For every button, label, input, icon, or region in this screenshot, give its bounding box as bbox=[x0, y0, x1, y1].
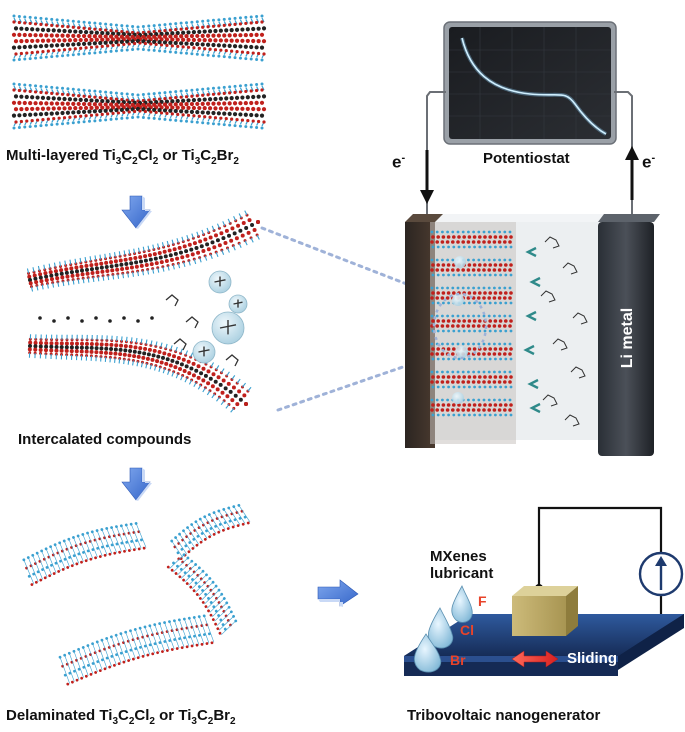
potentiostat-label: Potentiostat bbox=[483, 150, 570, 167]
electron-label-left: e- bbox=[392, 152, 406, 172]
current-source-icon bbox=[638, 551, 684, 597]
potentiostat-monitor bbox=[443, 21, 617, 145]
delaminated-flakes bbox=[22, 503, 251, 686]
intercalated-sheet-upper bbox=[26, 210, 260, 292]
intercalated-guest-molecules bbox=[38, 270, 248, 367]
intercalated-sheet-lower bbox=[27, 334, 252, 413]
process-down-arrow-icon bbox=[121, 467, 152, 501]
process-down-arrow-icon bbox=[121, 195, 152, 229]
electron-arrow-down-icon bbox=[420, 150, 434, 204]
sliding-label: Sliding bbox=[567, 650, 617, 667]
delaminated-caption: Delaminated Ti3C2Cl2 or Ti3C2Br2 bbox=[6, 707, 236, 727]
electron-arrow-up-icon bbox=[625, 146, 639, 200]
electrochemical-cell: Li metal bbox=[405, 214, 660, 456]
multilayer-sheet-lower bbox=[11, 82, 267, 130]
tribovoltaic-caption: Tribovoltaic nanogenerator bbox=[407, 707, 601, 724]
double-headed-arrow-icon bbox=[511, 650, 559, 668]
tribovoltaic-device bbox=[404, 506, 684, 676]
multilayer-caption: Multi-layered Ti3C2Cl2 or Ti3C2Br2 bbox=[6, 147, 239, 167]
multilayer-sheet-upper bbox=[11, 14, 267, 62]
lubricant-droplets bbox=[413, 585, 473, 673]
electron-label-right: e- bbox=[642, 152, 656, 172]
mxenes-lubricant-label: MXenes lubricant bbox=[430, 548, 494, 582]
halogen-cl-label: Cl bbox=[460, 622, 474, 638]
li-metal-label: Li metal bbox=[619, 308, 636, 368]
process-right-arrow-icon bbox=[317, 579, 359, 607]
intercalated-caption: Intercalated compounds bbox=[18, 431, 192, 448]
halogen-br-label: Br bbox=[450, 652, 466, 668]
halogen-f-label: F bbox=[478, 593, 487, 609]
